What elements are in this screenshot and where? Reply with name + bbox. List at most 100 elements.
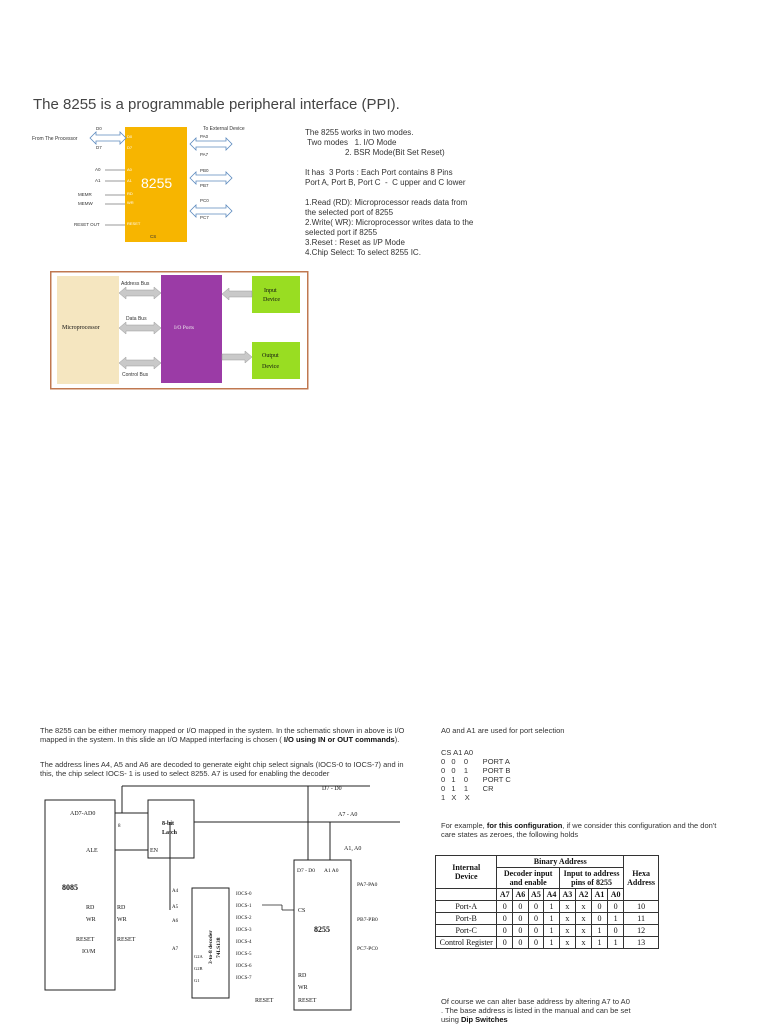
svg-text:ALE: ALE bbox=[86, 848, 98, 854]
svg-text:RD: RD bbox=[86, 905, 95, 911]
svg-text:CS: CS bbox=[150, 234, 156, 239]
example-paragraph: For example, for this configuration, if … bbox=[441, 821, 717, 839]
svg-text:A0: A0 bbox=[127, 167, 133, 172]
svg-text:74LS138: 74LS138 bbox=[216, 937, 222, 958]
svg-text:Data Bus: Data Bus bbox=[126, 316, 147, 322]
svg-text:PA0: PA0 bbox=[200, 134, 209, 139]
svg-text:I/O Ports: I/O Ports bbox=[174, 325, 194, 331]
svg-text:D7: D7 bbox=[96, 145, 102, 150]
svg-text:PA7: PA7 bbox=[200, 152, 209, 157]
svg-text:RESET: RESET bbox=[76, 937, 95, 943]
svg-text:IO/M: IO/M bbox=[82, 949, 96, 955]
svg-text:PB7: PB7 bbox=[200, 183, 209, 188]
svg-text:IOCS-4: IOCS-4 bbox=[236, 940, 252, 945]
svg-text:D7 - D0: D7 - D0 bbox=[322, 786, 342, 792]
footer-paragraph: Of course we can alter base address by a… bbox=[441, 997, 631, 1024]
svg-text:A1: A1 bbox=[127, 178, 133, 183]
svg-text:A7: A7 bbox=[172, 947, 179, 952]
modes-description: The 8255 works in two modes. Two modes 1… bbox=[305, 128, 474, 257]
svg-text:MEMW: MEMW bbox=[78, 201, 93, 206]
chip-8255-body bbox=[125, 127, 187, 242]
svg-text:AD7-AD0: AD7-AD0 bbox=[70, 811, 95, 817]
svg-text:RESET: RESET bbox=[127, 221, 141, 226]
svg-text:WR: WR bbox=[86, 917, 96, 923]
svg-text:RESET: RESET bbox=[255, 998, 274, 1004]
svg-text:8255: 8255 bbox=[314, 925, 330, 934]
svg-text:MEMR: MEMR bbox=[78, 192, 92, 197]
svg-text:D7 - D0: D7 - D0 bbox=[297, 868, 315, 874]
svg-text:IOCS-0: IOCS-0 bbox=[236, 892, 252, 897]
svg-text:RD: RD bbox=[298, 973, 307, 979]
svg-text:A1: A1 bbox=[95, 178, 101, 183]
svg-text:RESET: RESET bbox=[117, 937, 136, 943]
svg-text:PC7-PC0: PC7-PC0 bbox=[357, 946, 378, 952]
decoder-block bbox=[191, 887, 230, 999]
from-processor-label: From The Processor bbox=[32, 136, 78, 142]
io-ports-block bbox=[161, 275, 222, 383]
svg-text:G2B: G2B bbox=[194, 966, 203, 971]
input-device-block bbox=[252, 276, 300, 313]
cs-truth-table: CS A1 A0 0 0 0 PORT A 0 0 1 PORT B 0 1 0… bbox=[441, 748, 511, 802]
svg-text:A1, A0: A1, A0 bbox=[344, 846, 361, 852]
block-diagram: Microprocessor I/O Ports Input Device Ou… bbox=[50, 271, 309, 390]
svg-text:G1: G1 bbox=[194, 978, 200, 983]
svg-text:A1 A0: A1 A0 bbox=[324, 868, 339, 874]
svg-text:A4: A4 bbox=[172, 889, 179, 894]
svg-text:WR: WR bbox=[127, 200, 134, 205]
svg-text:D0: D0 bbox=[127, 134, 133, 139]
svg-text:Input: Input bbox=[264, 288, 277, 294]
decoding-paragraph: The address lines A4, A5 and A6 are deco… bbox=[40, 760, 404, 778]
interface-schematic: AD7-AD0 8 8-bit Latch EN ALE 8085 D7 - D… bbox=[44, 785, 400, 1011]
svg-text:Device: Device bbox=[262, 364, 279, 370]
svg-text:IOCS-5: IOCS-5 bbox=[236, 952, 252, 957]
port-selection-text: A0 and A1 are used for port selection bbox=[441, 726, 565, 735]
svg-text:RESET: RESET bbox=[298, 998, 317, 1004]
svg-text:Output: Output bbox=[262, 353, 279, 359]
col-binary-address: Binary Address bbox=[496, 855, 625, 868]
svg-text:Latch: Latch bbox=[162, 830, 178, 836]
svg-text:PA7-PA0: PA7-PA0 bbox=[357, 882, 378, 888]
svg-text:8-bit: 8-bit bbox=[162, 821, 174, 827]
svg-text:Device: Device bbox=[263, 297, 280, 303]
chip-8255-label: 8255 bbox=[141, 175, 172, 191]
mapping-paragraph: The 8255 can be either memory mapped or … bbox=[40, 726, 405, 744]
output-device-block bbox=[252, 342, 300, 379]
svg-text:D0: D0 bbox=[96, 126, 102, 131]
pin-diagram-8255: 8255 From The Processor To External Devi… bbox=[32, 126, 245, 242]
svg-text:RD: RD bbox=[127, 191, 133, 196]
to-external-label: To External Device bbox=[203, 126, 245, 132]
svg-text:PC0: PC0 bbox=[200, 198, 209, 203]
svg-text:Microprocessor: Microprocessor bbox=[62, 325, 100, 331]
latch-block bbox=[147, 799, 195, 859]
svg-text:D7: D7 bbox=[127, 145, 133, 150]
svg-text:WR: WR bbox=[117, 917, 127, 923]
svg-text:PC7: PC7 bbox=[200, 215, 209, 220]
chip-8255-block bbox=[293, 859, 352, 1011]
svg-text:RD: RD bbox=[117, 905, 126, 911]
cpu-8085-block bbox=[44, 799, 116, 991]
svg-text:IOCS-2: IOCS-2 bbox=[236, 916, 252, 921]
svg-text:3-to-8 decoder: 3-to-8 decoder bbox=[208, 930, 214, 964]
svg-text:A6: A6 bbox=[172, 919, 179, 924]
svg-text:WR: WR bbox=[298, 985, 308, 991]
svg-text:Control Bus: Control Bus bbox=[122, 372, 149, 378]
svg-text:EN: EN bbox=[150, 848, 159, 854]
svg-text:CS: CS bbox=[298, 908, 305, 914]
microprocessor-block bbox=[57, 276, 119, 384]
svg-text:G2A: G2A bbox=[194, 954, 203, 959]
svg-text:8085: 8085 bbox=[62, 883, 78, 892]
svg-text:A0: A0 bbox=[95, 167, 101, 172]
svg-text:Address Bus: Address Bus bbox=[121, 281, 150, 287]
svg-text:A7 - A0: A7 - A0 bbox=[338, 812, 357, 818]
page-title: The 8255 is a programmable peripheral in… bbox=[33, 96, 400, 113]
svg-text:8: 8 bbox=[118, 824, 121, 829]
svg-text:PB7-PB0: PB7-PB0 bbox=[357, 917, 378, 923]
svg-text:RESET OUT: RESET OUT bbox=[74, 222, 100, 227]
